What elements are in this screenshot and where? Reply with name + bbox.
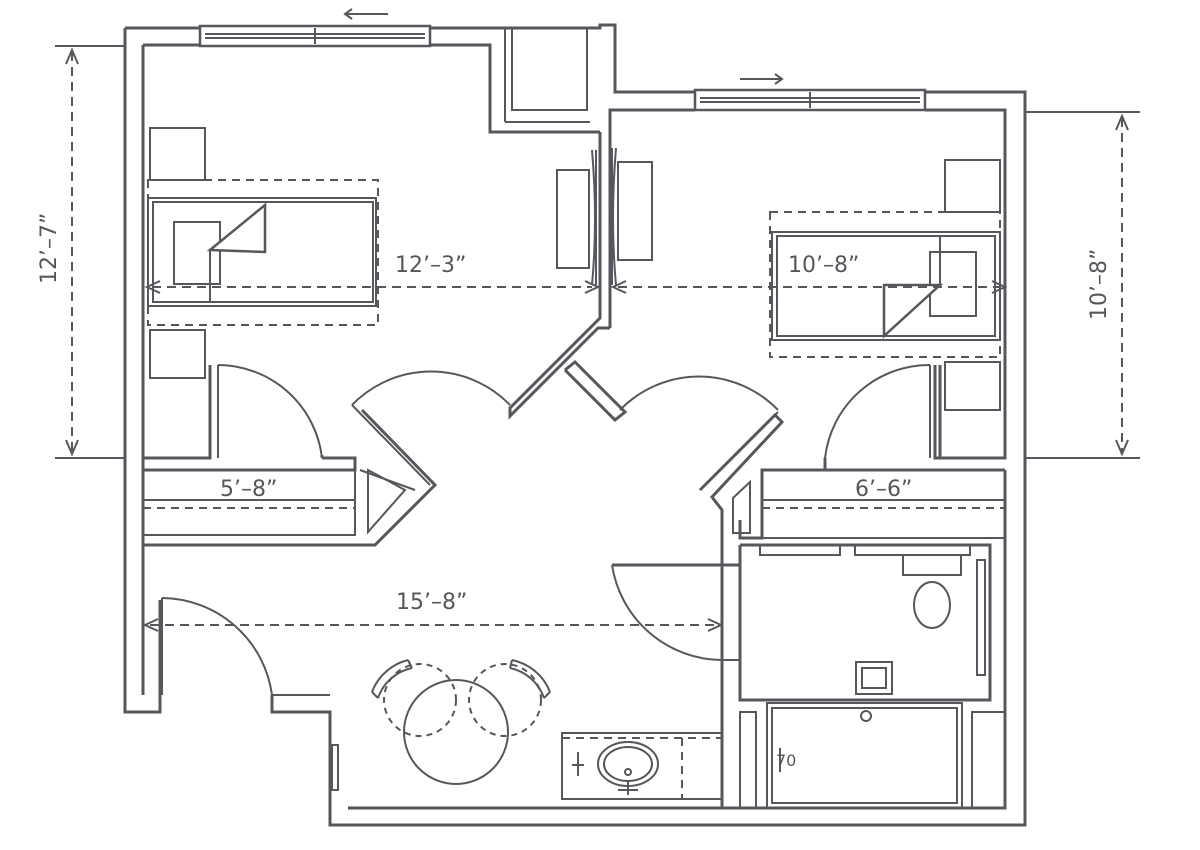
sink-icon: [597, 741, 659, 787]
bed-sheet-fold: [206, 202, 267, 254]
dimension-label-left-bedroom: 12’–3”: [395, 253, 466, 278]
doors: [161, 147, 931, 791]
bath-walls: [738, 543, 992, 702]
exterior-walls: [123, 23, 1027, 827]
right-bottom-exterior: [270, 90, 1027, 827]
dimension-label-left-height: 12’–7”: [37, 213, 62, 284]
closet-box: [511, 27, 588, 111]
right-bed: [769, 159, 1001, 411]
right-angled-wall: [698, 412, 785, 567]
shower-head-icon: [860, 710, 872, 722]
dining-table: [403, 679, 509, 785]
grab-bar: [976, 559, 986, 676]
bed-mattress: [147, 197, 377, 307]
window-right: [693, 88, 927, 112]
nightstand: [149, 329, 206, 379]
toilet-tank: [902, 554, 962, 576]
arrow-left-icon: [343, 8, 388, 20]
left-closet-wall: [143, 365, 212, 460]
left-bed: [147, 127, 379, 379]
left-exterior-wall: [123, 28, 162, 714]
right-closet-triangle: [732, 479, 751, 534]
bath-door-swing: [611, 564, 723, 661]
top-closet: [504, 27, 590, 123]
entry-door-swing: [161, 597, 273, 696]
chair: [468, 659, 551, 737]
nightstand: [944, 361, 1001, 411]
diagonal-partition-right: [563, 359, 628, 423]
left-closet-bottom: [143, 408, 438, 547]
grab-bar: [759, 544, 841, 556]
nightstand: [944, 159, 1001, 213]
dimension-label-right-closet: 6’–6”: [855, 477, 912, 502]
dimension-label-right-bedroom: 10’–8”: [788, 253, 859, 278]
right-top-inner: [608, 108, 695, 328]
bed-sheet-fold: [882, 283, 944, 339]
bed-outline: [769, 211, 1001, 358]
top-left-inner-b: [430, 43, 600, 134]
kitchenette-counter: [561, 732, 723, 800]
shower: [766, 702, 963, 809]
dimension-label-living: 15’–8”: [396, 590, 467, 615]
chair: [371, 659, 457, 737]
left-closet-door-swing: [217, 364, 323, 459]
toilet-icon: [913, 581, 951, 629]
storage-cabinet: [971, 711, 1006, 809]
arrow-right-icon: [740, 73, 784, 85]
shower-seat: [739, 711, 757, 809]
bathroom: 70: [739, 544, 1006, 809]
left-closet-top: [143, 456, 357, 472]
dimension-label-left-closet: 5’–8”: [220, 477, 277, 502]
dining-set: [371, 659, 551, 785]
right-closet-door-swing: [824, 363, 931, 459]
nightstand: [149, 127, 206, 181]
right-bedroom-door-swing: [619, 375, 779, 411]
dimension-label-right-height: 10’–8”: [1087, 249, 1112, 320]
svg-text:70: 70: [776, 751, 796, 770]
floor-drain: [855, 661, 893, 695]
top-left-wall-b: [430, 23, 695, 94]
left-bedroom-door-swing: [351, 370, 511, 406]
pillow: [173, 221, 221, 285]
inner-bottom: [348, 470, 1007, 810]
window-left: [198, 24, 432, 48]
dimension-lines: [55, 45, 1140, 632]
